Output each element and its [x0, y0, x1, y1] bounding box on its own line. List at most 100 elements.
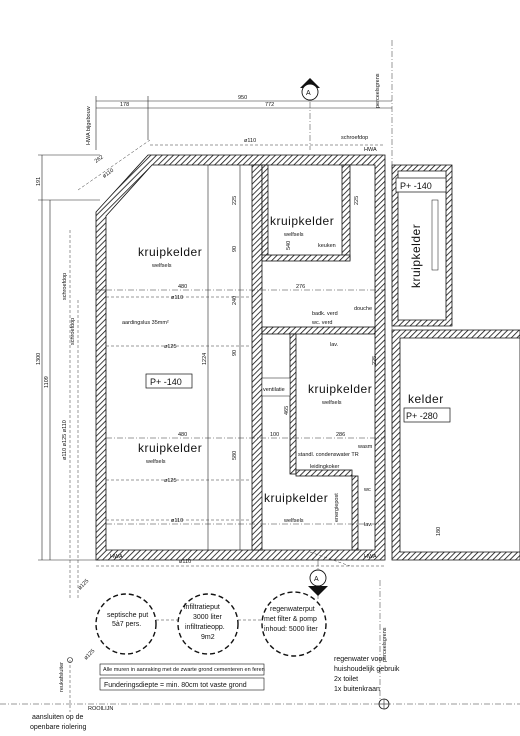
- level-140-annex: P+ -140: [400, 181, 432, 191]
- rain-line-3: inhoud: 5000 liter: [264, 626, 318, 633]
- level-280: P+ -280: [406, 411, 438, 421]
- pipe-125-left-b: ø125: [83, 648, 96, 661]
- dim-90-b: 90: [232, 350, 238, 356]
- room-kruipkelder-1: kruipkelder: [138, 245, 202, 259]
- sewer-line-2: openbare riolering: [30, 724, 87, 731]
- reukafsluiter: reukafsluiter: [59, 662, 65, 692]
- dim-286: 286: [336, 432, 345, 438]
- section-marker-top: A: [300, 78, 320, 150]
- interior-wall-wc: [351, 475, 359, 551]
- infil-line-1: infiltratieput: [184, 604, 220, 611]
- pipe-125-left-a: ø125: [77, 578, 90, 591]
- infiltration-tank: infiltratieput 3000 liter infiltratieopp…: [177, 593, 239, 655]
- rain-line-1: regenwaterput: [270, 606, 315, 613]
- infil-line-4: 9m2: [201, 634, 215, 641]
- room-kelder: kelder: [408, 392, 444, 406]
- dim-480-b: 480: [178, 432, 187, 438]
- left-dimensions: 191 1300 1109 schroefdop schroefdop ø110…: [36, 154, 100, 692]
- infil-line-2: 3000 liter: [193, 614, 222, 621]
- interior-wall-kitchen: [261, 164, 269, 261]
- room-kruipkelder-2-sub: welfsels: [283, 232, 304, 238]
- rooilijn-label: ROOILIJN: [88, 706, 113, 712]
- rain-use-3: 2x toilet: [334, 676, 358, 683]
- room-kruipkelder-6: kruipkelder: [409, 224, 423, 288]
- annex-stair: [431, 199, 439, 271]
- level-140-main: P+ -140: [150, 377, 182, 387]
- dim-225-a: 225: [232, 196, 238, 205]
- section-marker-a-top: A: [306, 90, 311, 97]
- pipe-110-interior-b: ø110: [171, 518, 183, 524]
- keuken-label: keuken: [318, 243, 336, 249]
- wc-label: wc: [363, 487, 371, 493]
- hwa-bottom-left: HWA: [110, 554, 123, 560]
- pipe-110-diag: ø110: [102, 168, 115, 180]
- outer-wall: [95, 154, 386, 561]
- dim-1224: 1224: [202, 353, 208, 365]
- dim-1300: 1300: [36, 353, 42, 365]
- note-walls-text: Alle muren in aanraking met de zwarte gr…: [103, 667, 265, 673]
- room-kruipkelder-3: kruipkelder: [138, 441, 202, 455]
- level-badge-kelder: [403, 407, 451, 423]
- hwa-top: HWA: [364, 147, 377, 153]
- rain-line-2: met filter & pomp: [264, 616, 317, 623]
- dim-480-a: 480: [178, 284, 187, 290]
- bad-verd-label: badk. verd: [312, 311, 338, 317]
- room-kruipkelder-3-sub: welfsels: [145, 459, 166, 465]
- schroefdop-top: schroefdop: [341, 135, 368, 141]
- dim-580: 580: [232, 451, 238, 460]
- interior-wall-vertical: [251, 164, 263, 551]
- dim-262: 262: [94, 154, 105, 164]
- dim-772: 772: [265, 102, 274, 108]
- ventilatie-label: ventilatie: [263, 387, 285, 393]
- septic-tank: septische put 5à7 pers.: [95, 593, 157, 655]
- dim-950: 950: [238, 95, 247, 101]
- top-dimensions: 178 950 772 HWA bijgebouw perceelsgrens: [86, 40, 393, 150]
- rain-use-1: regenwater voor: [334, 656, 385, 663]
- note-fund-text: Funderingsdiepte = min. 80cm tot vaste g…: [104, 682, 247, 689]
- dim-90-a: 90: [232, 246, 238, 252]
- hwa-bijgebouw-label: HWA bijgebouw: [86, 106, 92, 145]
- dim-465: 465: [284, 406, 290, 415]
- aarding-label: aardingslus 35mm²: [122, 320, 169, 326]
- section-marker-bottom: A: [308, 560, 328, 600]
- energiepost-label: energiepost: [334, 493, 340, 522]
- schroefdop-left-1: schroefdop: [62, 273, 68, 300]
- interior-wall-mid: [261, 326, 376, 335]
- dim-240: 240: [232, 296, 238, 305]
- room-kruipkelder-2: kruipkelder: [270, 214, 334, 228]
- pipe-125-interior-a: ø125: [164, 344, 177, 350]
- sewer-line-1: aansluiten op de: [32, 714, 83, 721]
- ventilatie-box: [261, 377, 291, 397]
- condenswater-label: standl. condenswater TR: [298, 452, 359, 458]
- lav-1-label: lav.: [330, 342, 339, 348]
- dim-180: 180: [436, 527, 442, 536]
- room-kruipkelder-5: kruipkelder: [264, 491, 328, 505]
- rain-use-2: huishoudelijk gebruik: [334, 666, 400, 673]
- schroefdop-left-2: schroefdop: [70, 318, 76, 345]
- septic-line-1: septische put: [107, 612, 148, 619]
- septic-line-2: 5à7 pers.: [112, 621, 141, 628]
- lav-2-label: lav.: [364, 522, 373, 528]
- level-badge-annex: [395, 177, 447, 193]
- note-walls: Alle muren in aanraking met de zwarte gr…: [99, 663, 265, 676]
- room-kruipkelder-1-sub: welfsels: [151, 263, 172, 269]
- interior-wall-kitchen-bottom: [261, 254, 351, 262]
- dim-540: 540: [286, 241, 292, 250]
- infil-line-3: infiltratieopp.: [185, 624, 225, 631]
- leidingkoker-label: leidingkoker: [310, 464, 340, 470]
- perceelsgrens-top: perceelsgrens: [375, 73, 381, 108]
- dim-225-b: 225: [354, 196, 360, 205]
- room-kruipkelder-4-sub: welfsels: [321, 400, 342, 406]
- rainwater-tank: regenwaterput met filter & pomp inhoud: …: [261, 591, 327, 657]
- dim-225-c: 225: [372, 356, 378, 365]
- annex-lower-wall: [391, 329, 520, 561]
- dim-1109: 1109: [44, 376, 50, 388]
- hwa-bottom-right: HWA: [364, 554, 377, 560]
- dim-100: 100: [270, 432, 279, 438]
- level-badge-1: P+ -140: [145, 373, 193, 389]
- pipe-110-bottom: ø110: [179, 559, 191, 565]
- interior-wall-bath: [295, 469, 353, 477]
- dim-276: 276: [296, 284, 305, 290]
- douche-label: douche: [354, 306, 372, 312]
